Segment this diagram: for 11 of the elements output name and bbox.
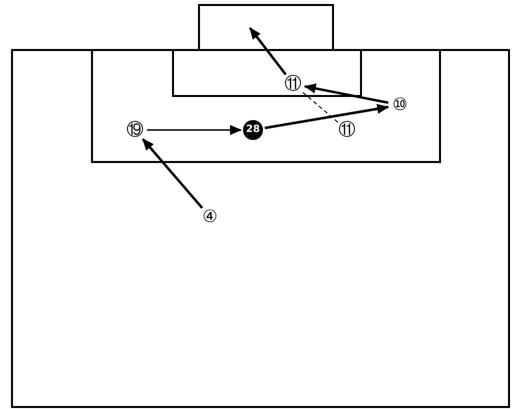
player-number: ④	[200, 207, 220, 227]
player-number: ⑪	[337, 120, 357, 140]
player-number: ⑩	[390, 95, 410, 115]
arrow	[142, 138, 204, 209]
player-number: ⑲	[125, 120, 145, 140]
ball-carrier-marker: 28	[243, 120, 263, 140]
run-line	[302, 91, 338, 123]
arrow	[264, 104, 390, 130]
arrow	[304, 84, 388, 104]
arrow	[147, 125, 242, 135]
player-number: ⑪	[283, 74, 303, 94]
